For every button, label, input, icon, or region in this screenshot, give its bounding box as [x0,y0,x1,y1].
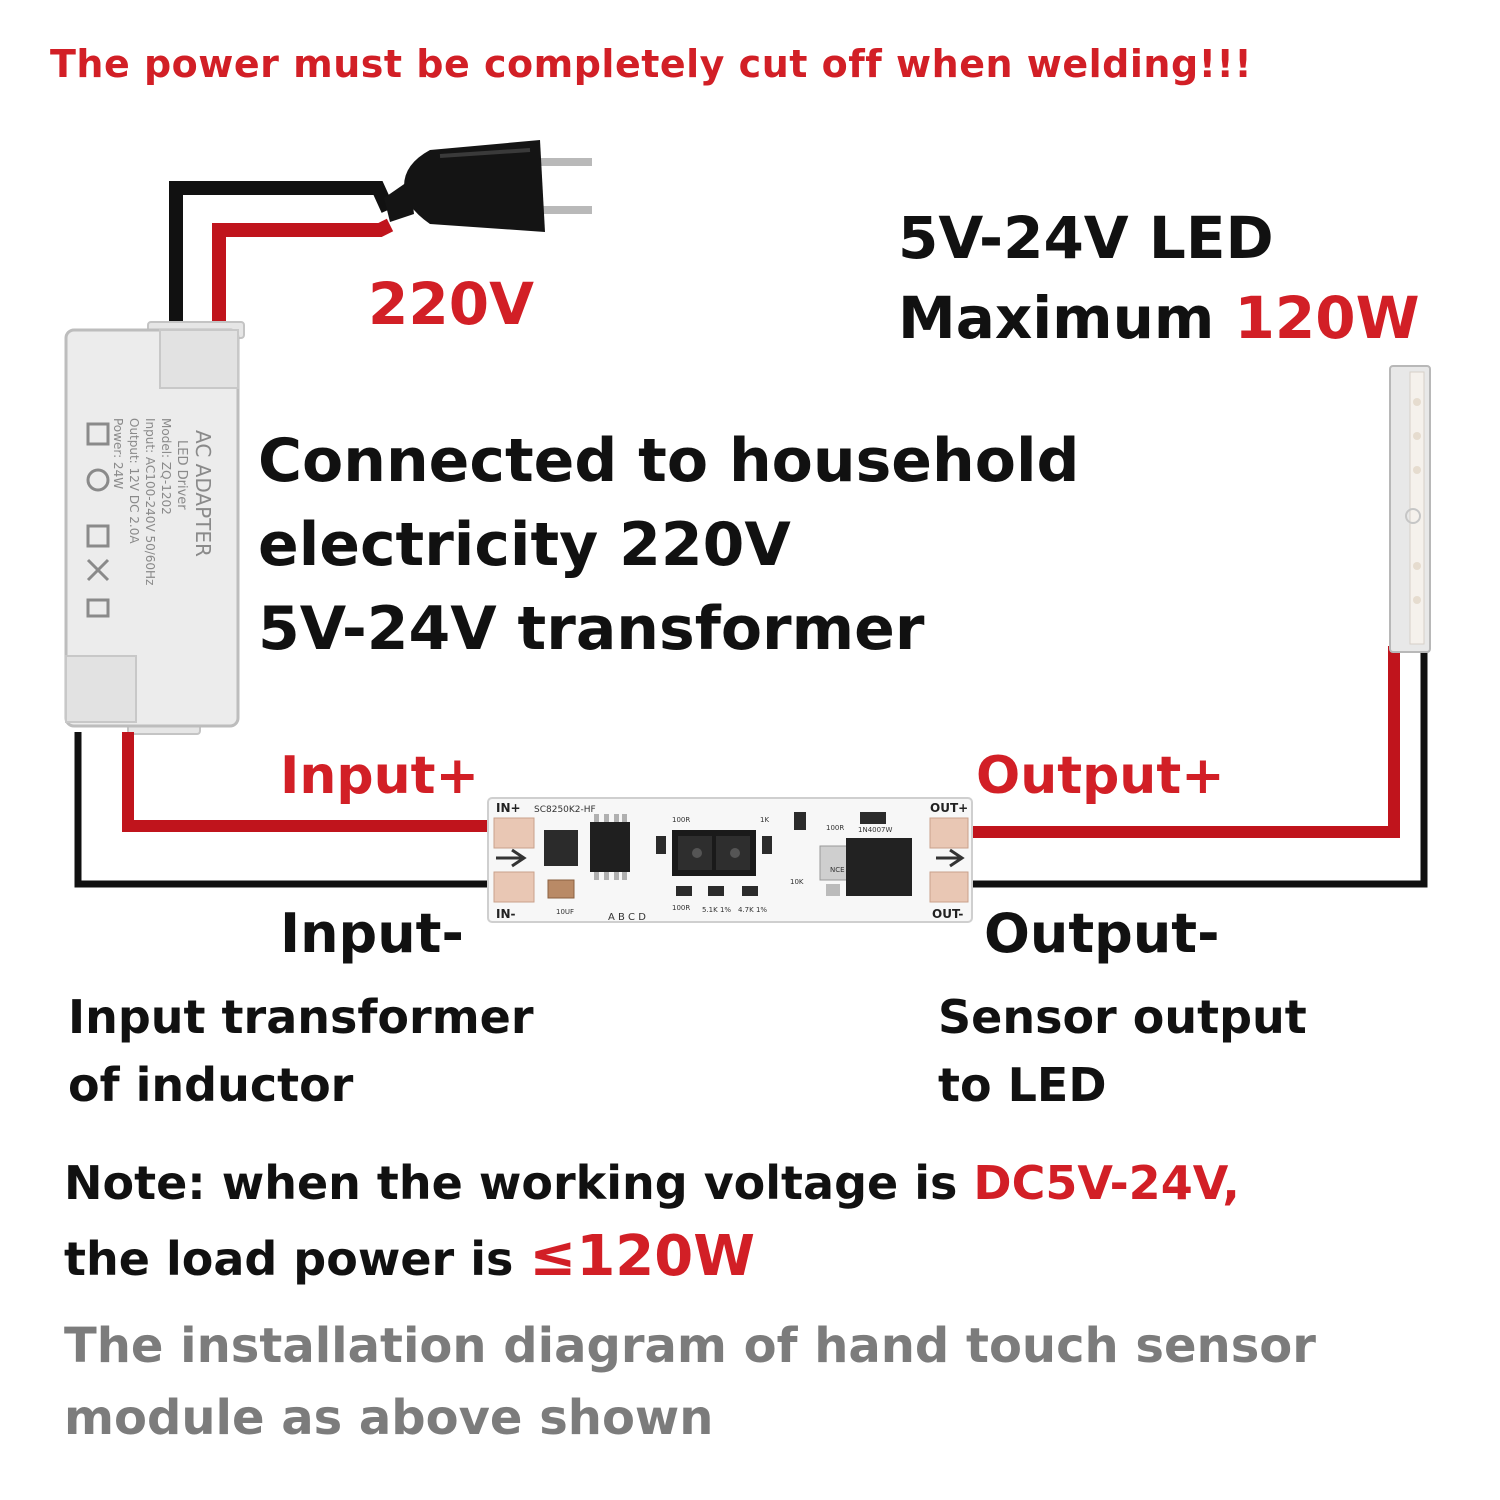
transformer-desc-3: 5V-24V transformer [258,594,925,664]
output-plus-label: Output+ [976,746,1225,806]
warning-banner: The power must be completely cut off whe… [50,42,1253,86]
input-minus-wire [74,732,492,888]
pcb-diode: 1N4007W [858,826,893,834]
pcb-r-d: 10K [790,878,804,886]
led-max-prefix: Maximum [898,284,1215,352]
output-minus-wire [968,646,1428,888]
adapter-label-6: Power: 24W [111,418,125,489]
pcb-chip-label: SC8250K2-HF [534,805,596,815]
pcb-out-plus: OUT+ [930,801,968,815]
note-line-1: Note: when the working voltage is DC5V-2… [64,1156,1240,1210]
output-minus-label: Output- [984,902,1220,965]
caption-line-1: The installation diagram of hand touch s… [64,1318,1316,1374]
led-max-value: 120W [1234,284,1420,352]
transformer-desc-1: Connected to household [258,426,1080,496]
input-desc-2: of inductor [68,1058,354,1112]
note-voltage-value: DC5V-24V, [973,1156,1240,1210]
input-plus-wire [122,732,492,832]
note-line-1-prefix: Note: when the working voltage is [64,1156,958,1210]
pcb-r-b: 5.1K 1% [702,906,731,914]
pcb-pads-label: A B C D [608,912,646,923]
plug-red-wire [212,218,394,330]
note-line-2-prefix: the load power is [64,1232,514,1286]
input-minus-label: Input- [280,902,464,965]
pcb-cap: 10UF [556,908,574,916]
note-line-2: the load power is ≤120W [64,1224,755,1289]
adapter-label-2: LED Driver [174,440,189,510]
note-power-value: ≤120W [529,1224,755,1289]
pcb-res3: 100R [826,824,844,832]
led-strip-bar [1389,365,1431,653]
output-plus-wire [968,646,1400,838]
sensor-module-pcb: IN+ IN- OUT+ OUT- SC8250K2-HF A B C D 10… [487,797,973,923]
plug-black-wire [169,181,395,330]
caption-line-2: module as above shown [64,1390,714,1446]
transformer-desc-2: electricity 220V [258,510,791,580]
pcb-mos: NCE [830,866,845,874]
pcb-r-c: 4.7K 1% [738,906,767,914]
plug-voltage-label: 220V [368,270,534,338]
output-desc-1: Sensor output [938,990,1307,1044]
power-plug [384,140,592,232]
led-voltage-label: 5V-24V LED [898,204,1274,272]
adapter-label-1: AC ADAPTER [191,430,215,557]
led-max-power-label: Maximum 120W [898,284,1420,352]
pcb-r-a: 100R [672,904,690,912]
pcb-in-plus: IN+ [496,801,521,815]
output-desc-2: to LED [938,1058,1107,1112]
pcb-res2: 1K [760,816,769,824]
pcb-out-minus: OUT- [932,907,963,921]
input-plus-label: Input+ [280,746,480,806]
ac-adapter: AC ADAPTER LED Driver Model: ZQ-1202 Inp… [64,321,245,735]
adapter-symbols [86,422,110,618]
input-desc-1: Input transformer [68,990,534,1044]
pcb-in-minus: IN- [496,907,516,921]
adapter-label-3: Model: ZQ-1202 [159,418,173,515]
adapter-label-5: Output: 12V DC 2.0A [127,418,141,544]
adapter-label-4: Input: AC100-240V 50/60Hz [143,418,157,585]
pcb-res1: 100R [672,816,690,824]
